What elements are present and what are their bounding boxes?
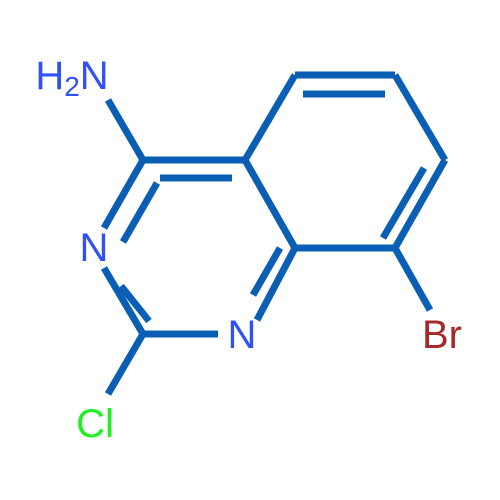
bond-c8-br: [391, 246, 434, 312]
bond-c7-c8-inner: [379, 166, 428, 240]
atom-label-layer: H2N N N Cl Br: [35, 54, 462, 446]
chlorine-label: Cl: [76, 402, 114, 446]
bond-n3-c2: [100, 266, 147, 336]
bond-layer: [100, 71, 449, 396]
bond-n1-c8a: [253, 246, 299, 322]
amine-h: H: [35, 54, 64, 98]
bond-c4-n3-inner: [119, 181, 161, 244]
amine-n: N: [80, 54, 109, 98]
bromine-label: Br: [422, 313, 462, 357]
bond-c2-cl: [104, 332, 147, 396]
bond-c8a-c4a: [241, 158, 299, 250]
bond-c6-c7: [391, 73, 449, 162]
n1-label: N: [228, 313, 257, 357]
bond-c4-n3: [100, 158, 147, 230]
amine-label: H2N: [35, 54, 108, 102]
bond-c7-c8: [391, 158, 449, 250]
bond-c2-n1-inner: [118, 283, 152, 324]
bond-n1-c8a-inner: [249, 246, 284, 297]
amine-subscript: 2: [64, 71, 80, 102]
bond-c4a-c5: [241, 73, 299, 162]
n3-label: N: [80, 226, 109, 270]
bond-c4-amine: [104, 98, 147, 162]
